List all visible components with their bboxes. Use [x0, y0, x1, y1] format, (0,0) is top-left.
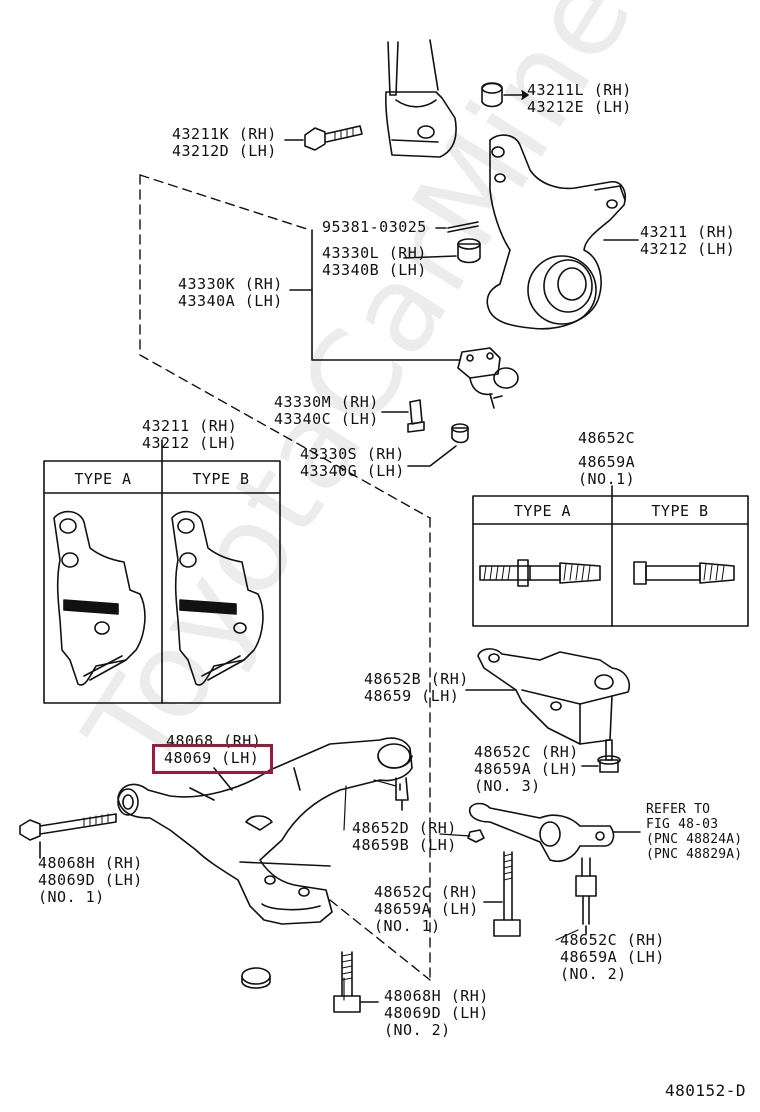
label-line: (PNC 48824A) — [646, 832, 743, 847]
label-line: (NO. 2) — [384, 1021, 451, 1039]
label-line: 43211 (RH) — [142, 417, 238, 435]
small-nut-icon — [467, 829, 485, 843]
label-line: 48068H (RH) — [384, 987, 489, 1005]
label-ball-joint-nut: 43330S (RH) 43340G (LH) — [300, 446, 405, 480]
label-line: FIG 48-03 — [646, 817, 719, 832]
label-line: 48659B (LH) — [352, 836, 457, 854]
rubber-bushing-icon — [241, 967, 271, 989]
label-line: 48659A (LH) — [374, 900, 479, 918]
bracket-illustration — [465, 648, 630, 745]
label-line: 48652C (RH) — [560, 931, 665, 949]
knuckle-illustration — [486, 134, 639, 330]
label-line: 48069D (LH) — [384, 1004, 489, 1022]
ball-joint-illustration — [457, 347, 519, 409]
bolt-no2-vertical-icon — [575, 857, 597, 935]
bolt-no2-bottom-icon — [333, 951, 379, 1013]
ball-joint-nut-icon — [407, 423, 469, 467]
castle-nut-icon — [403, 238, 481, 264]
label-line: (NO. 2) — [560, 965, 627, 983]
label-bolt-no1-mid: 48652C (RH) 48659A (LH) (NO. 1) — [374, 884, 479, 935]
label-bolt-no2-bottom: 48068H (RH) 48069D (LH) (NO. 2) — [384, 988, 489, 1039]
label-bracket: 48652B (RH) 48659 (LH) — [364, 671, 469, 705]
diagram-code: 480152-D — [664, 1081, 746, 1100]
label-line: 43330M (RH) — [274, 393, 379, 411]
long-bolt-no1-icon — [19, 813, 117, 859]
label-castle-nut: 43330L (RH) 43340B (LH) — [322, 245, 427, 279]
label-nut-48652d: 48652D (RH) 48659B (LH) — [352, 820, 457, 854]
label-line: 43340A (LH) — [178, 292, 283, 310]
left-box-header-type-a: TYPE A — [74, 470, 132, 488]
label-line: 48659A — [578, 453, 636, 471]
left-box-header-type-b: TYPE B — [192, 470, 250, 488]
label-knuckle: 43211 (RH) 43212 (LH) — [640, 224, 735, 258]
right-box-header-type-a: TYPE A — [513, 502, 572, 520]
label-line: 43212D (LH) — [172, 142, 277, 160]
reference-bracket-illustration — [468, 802, 641, 862]
label-line: (NO.1) — [578, 470, 636, 488]
label-arm-lh[interactable]: 48069 (LH) — [164, 750, 259, 767]
hub-nut-icon — [481, 82, 529, 108]
label-line: (NO. 1) — [38, 888, 105, 906]
label-line: 48659 (LH) — [364, 687, 460, 705]
label-line: 43340G (LH) — [300, 462, 405, 480]
bolt-type-box — [472, 485, 749, 627]
label-line: 48068H (RH) — [38, 854, 143, 872]
label-ball-joint-assy: 43330K (RH) 43340A (LH) — [178, 276, 283, 310]
ball-joint-bolt-icon — [381, 399, 425, 433]
highlight-box — [152, 744, 273, 774]
label-line: REFER TO — [646, 802, 711, 817]
label-line: 48069 (LH) — [164, 749, 260, 767]
label-top-bolt: 43211K (RH) 43212D (LH) — [172, 126, 277, 160]
label-line: 43330K (RH) — [178, 275, 283, 293]
label-line: 43211K (RH) — [172, 125, 277, 143]
knuckle-type-box — [43, 439, 281, 704]
label-knuckle-detail: 43211 (RH) 43212 (LH) — [142, 418, 237, 452]
label-line: 95381-03025 — [322, 218, 427, 236]
lower-arm-illustration — [117, 737, 413, 925]
bolt-no3-vertical-icon — [581, 739, 621, 773]
label-line: (NO. 1) — [374, 917, 441, 935]
label-line: (NO. 3) — [474, 777, 541, 795]
label-line: 43330L (RH) — [322, 244, 427, 262]
label-line: 48069D (LH) — [38, 871, 143, 889]
label-cotter-pin: 95381-03025 — [322, 219, 427, 236]
label-line: 43211 (RH) — [640, 223, 736, 241]
top-bolt-icon — [284, 125, 363, 151]
label-line: 43212 (LH) — [142, 434, 238, 452]
label-ball-joint-bolt: 43330M (RH) 43340C (LH) — [274, 394, 379, 428]
cotter-pin-icon — [435, 221, 479, 233]
bolt-no1-vertical-icon — [483, 851, 521, 937]
label-bolt-no1-left: 48068H (RH) 48069D (LH) (NO. 1) — [38, 855, 143, 906]
label-bolt-assy-top: 48652C 48659A (NO.1) — [578, 430, 635, 488]
label-line: 43340C (LH) — [274, 410, 379, 428]
label-line: 43211L (RH) — [527, 81, 632, 99]
label-hub-nut: 43211L (RH) 43212E (LH) — [527, 82, 632, 116]
label-line: 48652C — [578, 429, 636, 447]
label-line: 43340B (LH) — [322, 261, 427, 279]
dashed-guide-lines — [139, 174, 431, 981]
label-line: (PNC 48829A) — [646, 847, 743, 862]
label-line: 43212 (LH) — [640, 240, 736, 258]
label-bolt-no2-right: 48652C (RH) 48659A (LH) (NO. 2) — [560, 932, 665, 983]
label-refer: REFER TO FIG 48-03 (PNC 48824A) (PNC 488… — [646, 802, 742, 862]
label-line: 48652D (RH) — [352, 819, 457, 837]
label-line: 48659A (LH) — [474, 760, 579, 778]
leader-lines — [343, 779, 579, 1001]
label-line: 48652B (RH) — [364, 670, 469, 688]
label-line: 48659A (LH) — [560, 948, 665, 966]
strut-illustration — [385, 39, 457, 158]
label-line: 48652C (RH) — [474, 743, 579, 761]
label-line: 43212E (LH) — [527, 98, 632, 116]
label-bolt-no3: 48652C (RH) 48659A (LH) (NO. 3) — [474, 744, 579, 795]
label-line: 43330S (RH) — [300, 445, 405, 463]
label-line: 48652C (RH) — [374, 883, 479, 901]
right-box-header-type-b: TYPE B — [651, 502, 709, 520]
